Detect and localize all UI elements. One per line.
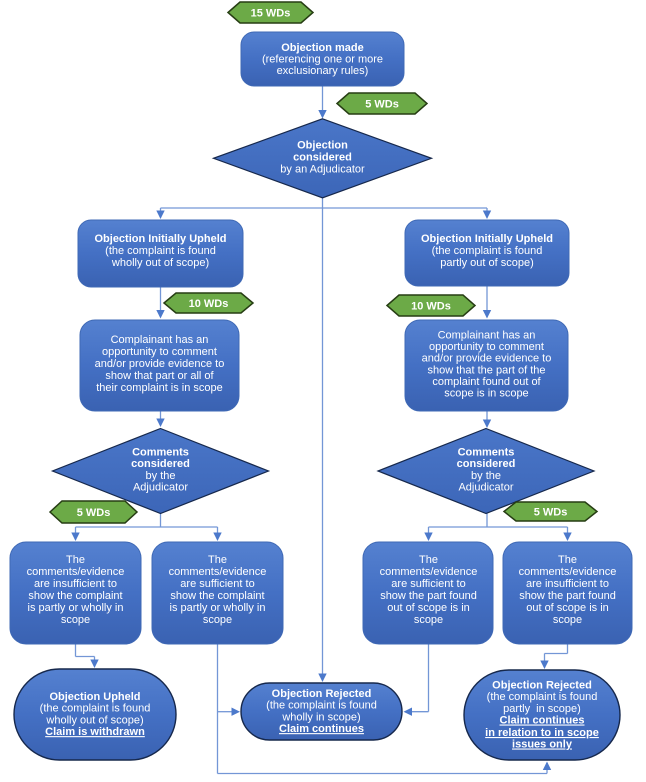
svg-text:(the complaint is found: (the complaint is found	[432, 245, 543, 257]
svg-text:considered: considered	[131, 458, 190, 470]
svg-text:(the complaint is found: (the complaint is found	[105, 245, 216, 257]
svg-text:and/or provide evidence to: and/or provide evidence to	[95, 358, 225, 370]
svg-text:scope: scope	[553, 614, 582, 626]
svg-text:The: The	[66, 554, 85, 566]
svg-text:scope: scope	[61, 614, 90, 626]
svg-text:(the complaint is found: (the complaint is found	[487, 691, 598, 703]
svg-text:wholly out of scope): wholly out of scope)	[45, 714, 143, 726]
svg-text:Objection Initially Upheld: Objection Initially Upheld	[94, 233, 226, 245]
svg-text:issues only: issues only	[512, 739, 573, 751]
svg-text:Complainant has an: Complainant has an	[438, 330, 536, 342]
svg-text:Complainant has an: Complainant has an	[111, 334, 209, 346]
svg-text:out of scope is in: out of scope is in	[526, 602, 609, 614]
svg-text:wholly out of scope): wholly out of scope)	[111, 257, 209, 269]
svg-text:Objection Upheld: Objection Upheld	[49, 691, 140, 703]
svg-text:show the complaint: show the complaint	[28, 590, 122, 602]
svg-text:are sufficient to: are sufficient to	[180, 578, 254, 590]
svg-text:comments/evidence: comments/evidence	[169, 566, 267, 578]
svg-text:Objection made: Objection made	[281, 42, 364, 54]
svg-text:15 WDs: 15 WDs	[251, 8, 291, 20]
svg-text:5 WDs: 5 WDs	[365, 99, 399, 111]
svg-text:scope is in scope: scope is in scope	[444, 388, 528, 400]
svg-text:10 WDs: 10 WDs	[411, 301, 451, 313]
svg-text:Comments: Comments	[132, 447, 189, 459]
svg-text:Objection Rejected: Objection Rejected	[272, 688, 372, 700]
svg-text:Comments: Comments	[458, 447, 515, 459]
svg-text:are insufficient to: are insufficient to	[34, 578, 117, 590]
svg-text:partly out of scope): partly out of scope)	[440, 257, 534, 269]
svg-text:their complaint is in scope: their complaint is in scope	[96, 382, 223, 394]
svg-text:Adjudicator: Adjudicator	[133, 482, 188, 494]
svg-text:opportunity to comment: opportunity to comment	[102, 346, 217, 358]
svg-text:(the complaint is found: (the complaint is found	[266, 700, 377, 712]
svg-text:show that the part of the: show that the part of the	[427, 365, 545, 377]
svg-text:scope: scope	[414, 614, 443, 626]
svg-text:The: The	[208, 554, 227, 566]
svg-text:exclusionary rules): exclusionary rules)	[277, 65, 369, 77]
svg-text:show that part or all of: show that part or all of	[105, 370, 214, 382]
svg-text:show the part found: show the part found	[519, 590, 616, 602]
svg-text:are sufficient to: are sufficient to	[391, 578, 465, 590]
svg-text:show the complaint: show the complaint	[170, 590, 264, 602]
svg-text:comments/evidence: comments/evidence	[380, 566, 478, 578]
svg-text:(the complaint is found: (the complaint is found	[40, 703, 151, 715]
svg-text:10 WDs: 10 WDs	[189, 298, 229, 310]
svg-text:5 WDs: 5 WDs	[77, 507, 111, 519]
svg-text:considered: considered	[457, 458, 516, 470]
svg-text:out of scope is in: out of scope is in	[387, 602, 470, 614]
svg-text:(referencing one or more: (referencing one or more	[262, 54, 383, 66]
svg-text:by the: by the	[146, 470, 176, 482]
svg-text:are insufficient to: are insufficient to	[526, 578, 609, 590]
svg-text:is partly or wholly in: is partly or wholly in	[28, 602, 124, 614]
svg-text:comments/evidence: comments/evidence	[519, 566, 617, 578]
svg-text:complaint found out of: complaint found out of	[432, 376, 541, 388]
svg-text:Claim continues: Claim continues	[279, 723, 364, 735]
svg-text:considered: considered	[293, 152, 352, 164]
svg-text:Claim continues: Claim continues	[500, 715, 585, 727]
svg-text:Objection: Objection	[297, 140, 348, 152]
svg-text:by an Adjudicator: by an Adjudicator	[280, 164, 365, 176]
svg-text:wholly in scope): wholly in scope)	[281, 711, 360, 723]
svg-text:scope: scope	[203, 614, 232, 626]
svg-text:partly in scope): partly in scope)	[503, 703, 581, 715]
svg-text:and/or provide evidence to: and/or provide evidence to	[422, 353, 552, 365]
svg-text:Adjudicator: Adjudicator	[458, 482, 513, 494]
svg-text:by the: by the	[471, 470, 501, 482]
svg-text:5 WDs: 5 WDs	[534, 507, 568, 519]
svg-text:Objection Initially Upheld: Objection Initially Upheld	[421, 233, 553, 245]
svg-text:show the part found: show the part found	[380, 590, 477, 602]
svg-text:Claim is withdrawn: Claim is withdrawn	[45, 726, 145, 738]
svg-text:in relation to in scope: in relation to in scope	[485, 727, 599, 739]
svg-text:comments/evidence: comments/evidence	[27, 566, 125, 578]
svg-text:The: The	[419, 554, 438, 566]
svg-text:opportunity to comment: opportunity to comment	[429, 341, 544, 353]
svg-text:The: The	[558, 554, 577, 566]
svg-text:Objection Rejected: Objection Rejected	[492, 680, 592, 692]
svg-text:is partly or wholly in: is partly or wholly in	[170, 602, 266, 614]
